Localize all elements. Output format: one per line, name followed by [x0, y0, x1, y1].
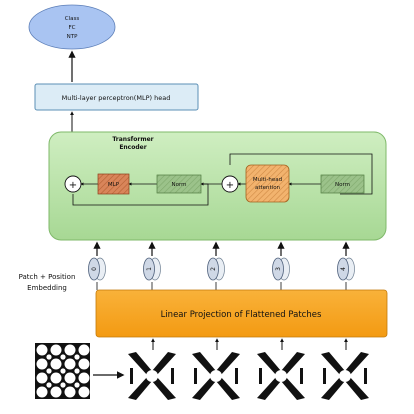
token-label-1: 1 [146, 267, 153, 271]
patch-4 [319, 350, 371, 402]
patch-edge-mark [130, 368, 133, 384]
lattice-hole [64, 372, 76, 384]
token-label-3: 3 [275, 267, 282, 271]
lattice-hole [64, 344, 76, 356]
lattice-hole-small [46, 368, 52, 374]
lattice-hole [78, 386, 90, 398]
output-class-label: Class [65, 16, 80, 22]
patch-up-arrows [151, 338, 348, 350]
embedding-label-line2: Embedding [27, 284, 67, 292]
token-label-4: 4 [340, 267, 347, 271]
plus-circle-2: + [221, 175, 239, 193]
embedding-label-line1: Patch + Position [19, 273, 76, 281]
token-1: 1 [143, 241, 161, 290]
token-position-1 [143, 257, 155, 281]
output-ntp-label: NTP [67, 34, 78, 40]
image-patches [126, 350, 371, 402]
lattice-hole-small [74, 354, 80, 360]
token-label-2: 2 [210, 267, 217, 271]
lattice-hole-small [74, 382, 80, 388]
patch-2 [190, 350, 242, 402]
source-image [35, 343, 90, 399]
lattice-hole-small [60, 368, 66, 374]
plus-symbol-1: + [69, 180, 77, 191]
lattice-pattern [35, 343, 90, 399]
token-position-3 [272, 257, 284, 281]
patch-edge-mark [364, 368, 367, 384]
encoder-title-line1: Transformer [112, 136, 153, 143]
norm-block-1: Norm [156, 174, 202, 194]
lattice-hole [78, 372, 90, 384]
plus-symbol-2: + [226, 180, 234, 191]
mlp-head-label: Multi-layer perceptron(MLP) head [62, 94, 171, 102]
token-0: 0 [88, 241, 106, 290]
patch-center-hole [146, 370, 158, 382]
patch-edge-mark [259, 368, 262, 384]
token-position-2 [207, 257, 219, 281]
token-2: 2 [207, 241, 225, 290]
lattice-hole [78, 344, 90, 356]
lattice-hole [50, 344, 62, 356]
lattice-hole [36, 358, 48, 370]
position-tokens: 0 1 2 3 4 [88, 241, 355, 290]
plus-circle-1: + [64, 175, 82, 193]
lattice-hole-small [74, 368, 80, 374]
lattice-hole-small [46, 382, 52, 388]
token-3: 3 [272, 241, 290, 290]
patch-edge-mark [323, 368, 326, 384]
lattice-hole [36, 386, 48, 398]
lattice-hole [50, 386, 62, 398]
token-position-4 [337, 257, 349, 281]
transformer-encoder: Transformer Encoder + + MLP Norm [48, 131, 387, 241]
patch-edge-mark [300, 368, 303, 384]
patch-center-hole [275, 370, 287, 382]
norm-block-2: Norm [320, 174, 365, 194]
lattice-hole [64, 358, 76, 370]
patch-1 [126, 350, 178, 402]
attention-label-line2: attention [255, 185, 281, 191]
attention-block: Multi-head attention [245, 164, 290, 203]
lattice-hole [64, 386, 76, 398]
patch-3 [255, 350, 307, 402]
lattice-hole-small [60, 354, 66, 360]
patch-edge-mark [171, 368, 174, 384]
output-node: Class FC NTP [28, 4, 116, 50]
lattice-hole-small [60, 382, 66, 388]
lattice-hole-small [46, 354, 52, 360]
lattice-hole [36, 344, 48, 356]
token-label-0: 0 [91, 267, 98, 271]
mlp-block-label: MLP [108, 182, 120, 188]
lattice-hole [50, 372, 62, 384]
mlp-block: MLP [97, 173, 130, 195]
output-fc-label: FC [68, 25, 75, 31]
lattice-hole [36, 372, 48, 384]
norm-block-2-label: Norm [335, 182, 350, 188]
attention-label-line1: Multi-head [253, 177, 282, 183]
patch-edge-mark [235, 368, 238, 384]
linear-projection-label: Linear Projection of Flattened Patches [161, 310, 322, 320]
lattice-hole [50, 358, 62, 370]
residual-line-attention [229, 153, 373, 195]
patch-edge-mark [194, 368, 197, 384]
patch-center-hole [339, 370, 351, 382]
linear-projection-box: Linear Projection of Flattened Patches [95, 289, 388, 338]
mlp-head-box: Multi-layer perceptron(MLP) head [34, 83, 199, 111]
norm-block-1-label: Norm [171, 182, 186, 188]
lattice-hole [78, 358, 90, 370]
encoder-title-line2: Encoder [119, 144, 146, 151]
patch-center-hole [210, 370, 222, 382]
token-position-0 [88, 257, 100, 281]
token-4: 4 [337, 241, 355, 290]
